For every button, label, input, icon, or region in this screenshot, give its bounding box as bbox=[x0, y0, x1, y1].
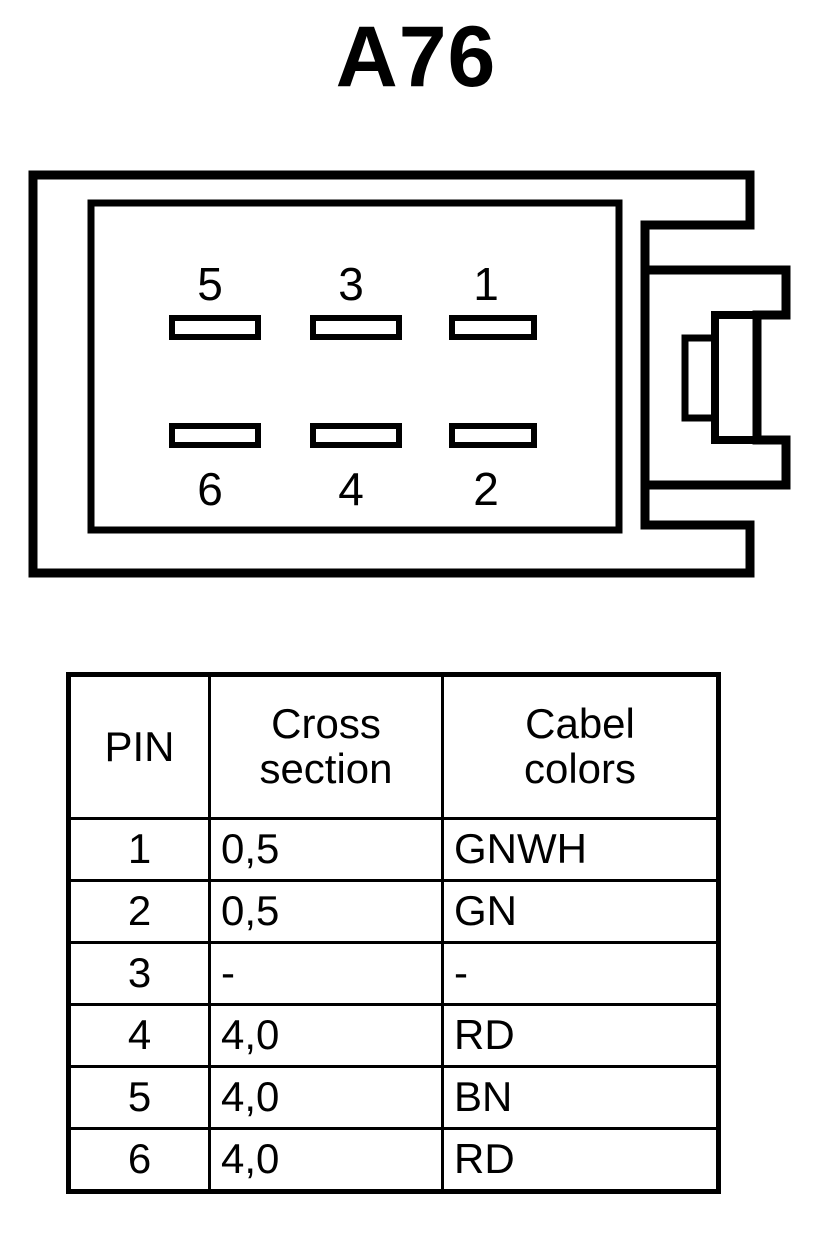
cell-cable-color: - bbox=[441, 941, 720, 1006]
header-cross-section: Cross section bbox=[208, 673, 444, 820]
cell-cable-color: RD bbox=[441, 1127, 720, 1193]
pin-label-5: 5 bbox=[197, 258, 223, 310]
latch-inner-nub bbox=[681, 334, 719, 422]
table-row: 1 0,5 GNWH bbox=[67, 817, 720, 882]
cell-cross-section: 4,0 bbox=[208, 1065, 444, 1130]
cell-pin: 5 bbox=[67, 1065, 211, 1130]
pin-slot-2 bbox=[449, 423, 537, 448]
pinout-table: PIN Cross section Cabel colors 1 0,5 GNW… bbox=[66, 672, 721, 1194]
latch-middle-tongue bbox=[711, 311, 761, 444]
pin-label-4: 4 bbox=[338, 463, 364, 515]
cell-pin: 2 bbox=[67, 879, 211, 944]
pin-slot-6 bbox=[169, 423, 261, 448]
table-row: 2 0,5 GN bbox=[67, 879, 720, 944]
header-pin: PIN bbox=[67, 673, 211, 820]
table-header-row: PIN Cross section Cabel colors bbox=[67, 673, 720, 820]
connector-inner-chamber bbox=[87, 199, 623, 534]
cell-cross-section: - bbox=[208, 941, 444, 1006]
connector-diagram: 5 3 1 6 4 2 bbox=[20, 160, 810, 605]
pin-label-1: 1 bbox=[473, 258, 499, 310]
pin-label-6: 6 bbox=[197, 463, 223, 515]
cell-cross-section: 4,0 bbox=[208, 1127, 444, 1193]
cell-pin: 3 bbox=[67, 941, 211, 1006]
header-pin-text: PIN bbox=[104, 722, 175, 770]
cell-cross-section: 4,0 bbox=[208, 1003, 444, 1068]
pin-slot-1 bbox=[449, 315, 537, 340]
pin-label-3: 3 bbox=[338, 258, 364, 310]
table-row: 6 4,0 RD bbox=[67, 1127, 720, 1193]
table-row: 3 - - bbox=[67, 941, 720, 1006]
cell-cable-color: GN bbox=[441, 879, 720, 944]
table-row: 5 4,0 BN bbox=[67, 1065, 720, 1130]
connector-outer-housing bbox=[28, 170, 755, 578]
cell-pin: 6 bbox=[67, 1127, 211, 1193]
header-colors-line2: colors bbox=[523, 745, 637, 792]
cell-pin: 1 bbox=[67, 817, 211, 882]
cell-cable-color: GNWH bbox=[441, 817, 720, 882]
page-title: A76 bbox=[335, 9, 497, 105]
header-cross-line1: Cross bbox=[271, 700, 381, 748]
cell-cross-section: 0,5 bbox=[208, 879, 444, 944]
pin-slot-3 bbox=[310, 315, 402, 340]
pin-slot-4 bbox=[310, 423, 402, 448]
table-row: 4 4,0 RD bbox=[67, 1003, 720, 1068]
cell-cable-color: BN bbox=[441, 1065, 720, 1130]
pin-slot-5 bbox=[169, 315, 261, 340]
cell-cable-color: RD bbox=[441, 1003, 720, 1068]
header-colors-line1: Cabel bbox=[525, 700, 635, 748]
pin-label-2: 2 bbox=[473, 463, 499, 515]
cell-pin: 4 bbox=[67, 1003, 211, 1068]
cell-cross-section: 0,5 bbox=[208, 817, 444, 882]
header-cabel-colors: Cabel colors bbox=[441, 673, 720, 820]
header-cross-line2: section bbox=[259, 745, 393, 792]
